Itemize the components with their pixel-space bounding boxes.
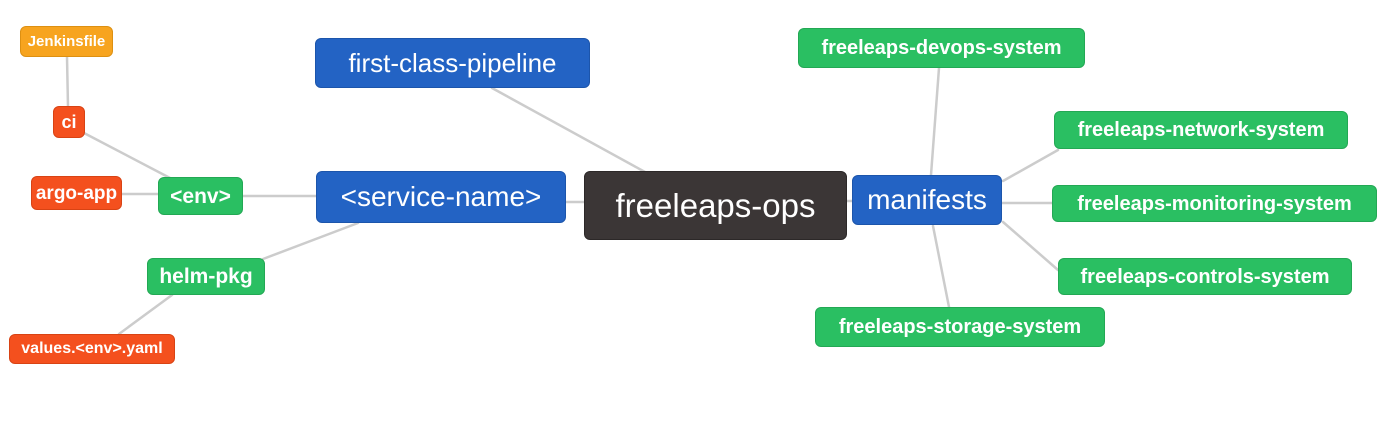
node-env[interactable]: <env> bbox=[158, 177, 243, 215]
node-freeleaps-monitoring-system[interactable]: freeleaps-monitoring-system bbox=[1052, 185, 1377, 222]
node-service-name[interactable]: <service-name> bbox=[316, 171, 566, 223]
node-freeleaps-ops[interactable]: freeleaps-ops bbox=[584, 171, 847, 240]
node-freeleaps-storage-system[interactable]: freeleaps-storage-system bbox=[815, 307, 1105, 347]
node-manifests[interactable]: manifests bbox=[852, 175, 1002, 225]
node-ci[interactable]: ci bbox=[53, 106, 85, 138]
node-helm-pkg[interactable]: helm-pkg bbox=[147, 258, 265, 295]
node-freeleaps-controls-system[interactable]: freeleaps-controls-system bbox=[1058, 258, 1352, 295]
edge-manifests-network-system bbox=[1001, 148, 1060, 183]
node-values-env-yaml[interactable]: values.<env>.yaml bbox=[9, 334, 175, 364]
node-jenkinsfile[interactable]: Jenkinsfile bbox=[20, 26, 113, 57]
edge-manifests-devops-system bbox=[929, 66, 941, 177]
node-freeleaps-network-system[interactable]: freeleaps-network-system bbox=[1054, 111, 1348, 149]
edge-manifests-controls-system bbox=[1001, 220, 1060, 272]
edge-manifests-storage-system bbox=[931, 224, 951, 309]
edge-service-name-helm-pkg bbox=[261, 221, 360, 261]
edge-ci-env bbox=[82, 131, 172, 180]
edge-jenkinsfile-ci bbox=[65, 55, 70, 109]
edge-helm-pkg-values-env-yaml bbox=[117, 293, 174, 336]
node-freeleaps-devops-system[interactable]: freeleaps-devops-system bbox=[798, 28, 1085, 68]
edge-first-class-pipeline-ops bbox=[490, 86, 647, 174]
node-argo-app[interactable]: argo-app bbox=[31, 176, 122, 210]
node-first-class-pipeline[interactable]: first-class-pipeline bbox=[315, 38, 590, 88]
